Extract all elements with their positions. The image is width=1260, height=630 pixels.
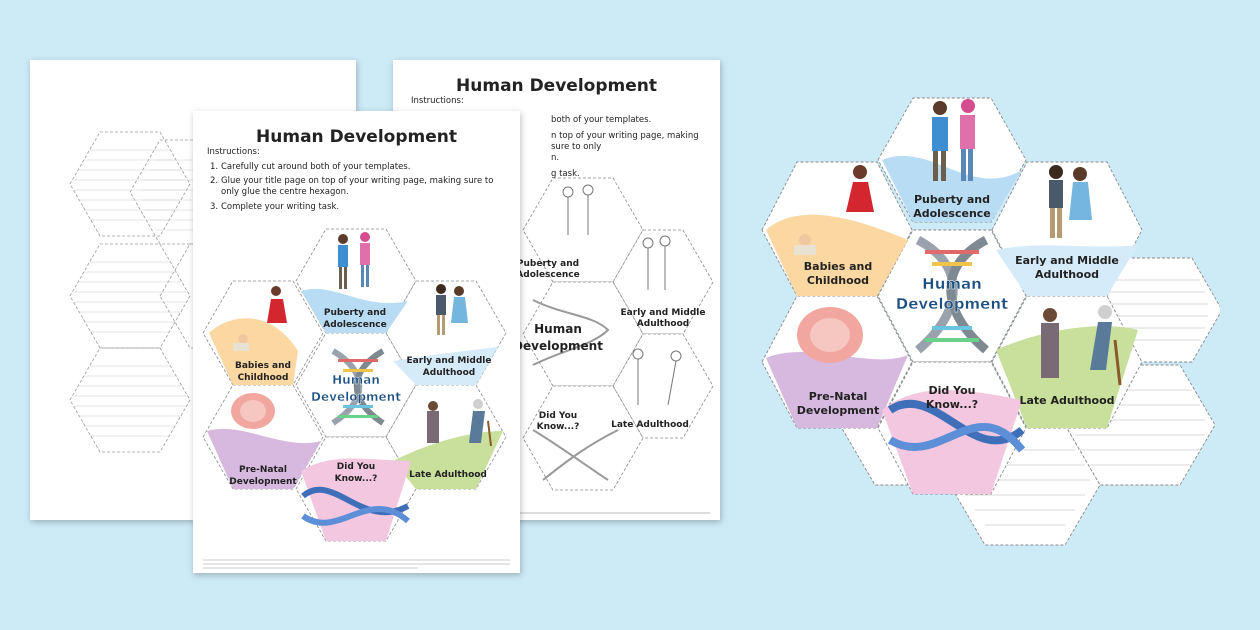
label-didyouknow-1: Did You [337,462,375,472]
model-label-late: Late Adulthood [1019,394,1114,407]
model-center-title-line2: Development [896,295,1008,313]
instruction-step-3: 3.Complete your writing task. [210,201,340,212]
bw-dna-icon [532,299,619,481]
model-label-babies-1: Babies and [804,260,872,273]
label-babies-1: Babies and [235,361,291,371]
bw-sheet-footer [403,512,710,514]
bw-step-fragment-4: g task. [551,169,580,180]
bw-label-didyouknow-2: Know...? [537,422,580,432]
model-label-puberty-1: Puberty and [914,193,990,206]
bw-label-didyouknow-1: Did You [539,411,577,421]
label-puberty-1: Puberty and [324,308,386,318]
label-late: Late Adulthood [409,470,487,480]
model-label-adulthood-1: Early and Middle [1015,254,1119,267]
center-title-line1: Human [332,373,380,387]
model-center-title-line1: Human [922,275,982,293]
figures-icon [231,232,492,447]
label-puberty-2: Adolescence [323,320,386,330]
model-label-didyouknow-2: Know...? [926,398,978,411]
model-label-didyouknow-1: Did You [929,384,976,397]
instruction-step-2: 2.Glue your title page on top of your wr… [210,176,494,197]
colour-title-sheet: Human Development Instructions: 1.Carefu… [193,111,520,573]
bw-sheet-title: Human Development [456,76,657,96]
model-label-adulthood-2: Adulthood [1035,268,1099,281]
bw-step-fragment-3: n. [551,152,560,163]
bw-instructions: Instructions: both of your templates. n … [411,96,711,180]
bw-instructions-heading: Instructions: [411,96,464,106]
assembled-hexagon-model: Puberty and Adolescence Babies and Child… [761,97,1220,546]
bw-label-late: Late Adulthood [611,420,689,430]
bw-label-puberty-1: Puberty and [517,259,579,269]
instructions: Instructions: 1.Carefully cut around bot… [207,147,507,216]
bw-center-line2: Development [513,339,603,353]
center-title-line2: Development [311,390,401,404]
page-title: Human Development [256,127,457,147]
label-didyouknow-2: Know...? [335,474,378,484]
model-label-puberty-2: Adolescence [913,207,991,220]
bw-label-puberty-2: Adolescence [516,270,579,280]
colour-sheet-footer [203,559,510,569]
instructions-heading: Instructions: [207,147,260,157]
bw-step-fragment-2: n top of your writing page, making sure … [551,131,699,152]
model-label-prenatal-2: Development [797,404,879,417]
model-dna-helix-icon [887,236,1026,453]
colour-hexagon-grid: Puberty and Adolescence Babies and Child… [202,228,507,542]
bw-center-line1: Human [534,322,582,336]
label-adulthood-1: Early and Middle [407,356,492,366]
bw-hexagon-grid: Puberty and Adolescence Early and Middle… [513,177,714,491]
model-figures-icon [794,99,1122,386]
dna-helix-icon [301,348,410,526]
model-label-prenatal-1: Pre-Natal [809,390,868,403]
bw-step-fragment-1: both of your templates. [551,114,652,125]
bw-label-adulthood-2: Adulthood [637,319,689,329]
writing-hexagon-outlines [69,131,251,453]
label-babies-2: Childhood [238,373,289,383]
bw-figures-icon [562,184,682,406]
label-adulthood-2: Adulthood [423,368,475,378]
label-prenatal-1: Pre-Natal [239,465,287,475]
model-label-babies-2: Childhood [807,274,869,287]
bw-label-adulthood-1: Early and Middle [621,308,706,318]
label-prenatal-2: Development [229,477,297,487]
instruction-step-1: 1.Carefully cut around both of your temp… [210,161,411,172]
